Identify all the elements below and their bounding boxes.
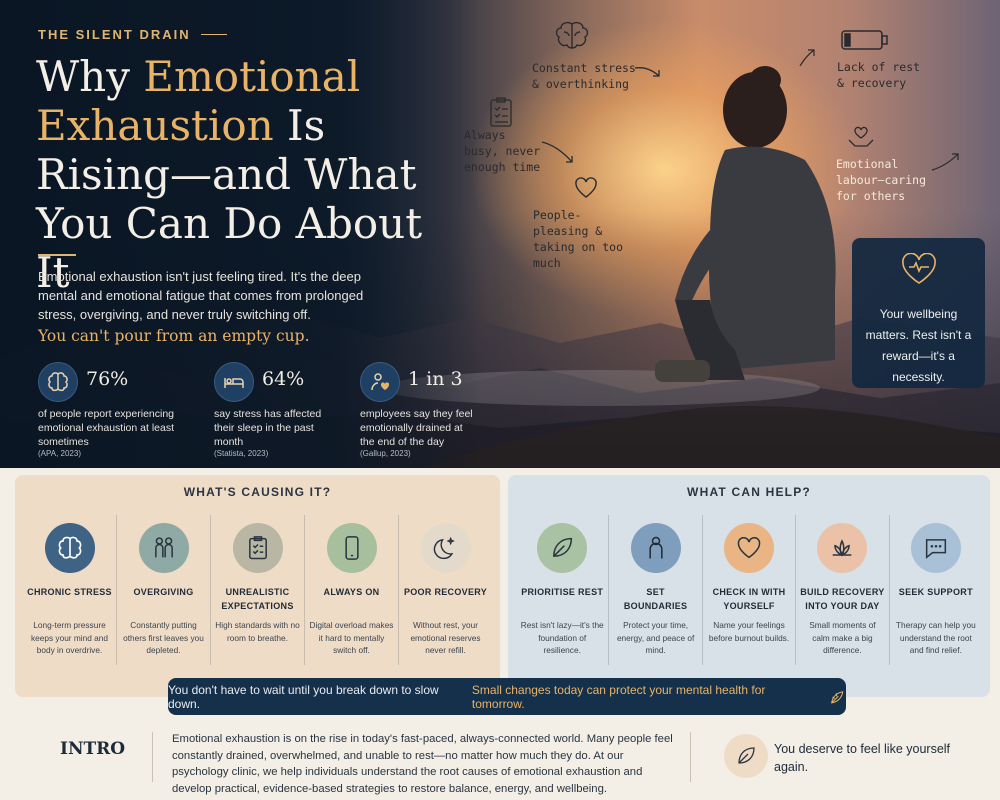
- panel-title: WHAT'S CAUSING IT?: [183, 485, 332, 499]
- woman-silhouette: [655, 66, 836, 382]
- brain-icon: [44, 523, 95, 573]
- help-desc: Name your feelings before burnout builds…: [708, 620, 790, 643]
- arrow-doodle: [799, 49, 815, 67]
- lead-paragraph: Emotional exhaustion isn't just feeling …: [38, 269, 364, 322]
- tagline: You can't pour from an empty cup.: [38, 327, 310, 345]
- divider: [690, 732, 691, 782]
- heart-doodle-icon: [575, 177, 597, 198]
- leaf-icon: [537, 523, 588, 573]
- intro-heading: INTRO: [60, 739, 126, 759]
- title-divider: [38, 254, 76, 256]
- help-desc: Rest isn't lazy—it's the foundation of r…: [520, 620, 604, 655]
- message-banner: You don't have to wait until you break d…: [168, 678, 846, 715]
- cause-title: UNREALISTIC EXPECTATIONS: [221, 587, 294, 611]
- help-item: CHECK IN WITH YOURSELF Name your feeling…: [701, 515, 795, 665]
- stat-source: (APA, 2023): [38, 449, 81, 458]
- help-panel: WHAT CAN HELP? PRIORITISE REST Rest isn'…: [508, 475, 990, 697]
- cause-desc: Without rest, your emotional reserves ne…: [410, 620, 481, 655]
- help-item: PRIORITISE REST Rest isn't lazy—it's the…: [516, 515, 608, 665]
- checklist-doodle-icon: [490, 97, 512, 127]
- cause-desc: Long-term pressure keeps your mind and b…: [30, 620, 109, 655]
- page-title: Why Emotional Exhaustion Is Rising—and W…: [36, 52, 423, 297]
- help-item: BUILD RECOVERY INTO YOUR DAY Small momen…: [795, 515, 888, 665]
- panel-title: WHAT CAN HELP?: [687, 485, 811, 499]
- help-item: SET BOUNDARIES Protect your time, energy…: [608, 515, 701, 665]
- help-item: SEEK SUPPORT Therapy can help you unders…: [888, 515, 982, 665]
- stat-value: 76%: [86, 368, 129, 390]
- person-icon: [630, 523, 681, 573]
- bed-icon: [214, 362, 254, 402]
- cause-title: CHRONIC STRESS: [27, 587, 112, 597]
- person-heart-icon: [360, 362, 400, 402]
- callout-pleasing: People-pleasing & taking on too much: [533, 208, 624, 270]
- arrow-doodle: [541, 141, 573, 163]
- help-title: PRIORITISE REST: [521, 587, 604, 597]
- cause-item: UNREALISTIC EXPECTATIONS High standards …: [210, 515, 304, 665]
- help-title: CHECK IN WITH YOURSELF: [712, 587, 786, 611]
- cause-item: ALWAYS ON Digital overload makes it hard…: [304, 515, 398, 665]
- cause-title: POOR RECOVERY: [403, 587, 488, 597]
- moon-icon: [420, 523, 471, 573]
- callout-busy: Always busy, never enough time: [464, 128, 541, 174]
- banner-highlight: Small changes today can protect your men…: [471, 682, 766, 711]
- stat-value: 1 in 3: [408, 368, 463, 390]
- callout-stress: Constant stress & overthinking: [532, 61, 636, 91]
- help-list: PRIORITISE REST Rest isn't lazy—it's the…: [516, 515, 982, 665]
- cause-desc: Constantly putting others first leaves y…: [123, 620, 204, 655]
- leaf-icon: [724, 734, 768, 778]
- stat-text: of people report experiencing emotional …: [38, 408, 175, 448]
- banner-text: You don't have to wait until you break d…: [168, 682, 439, 711]
- callout-rest: Lack of rest & recovery: [837, 60, 921, 90]
- brain-doodle-icon: [555, 21, 589, 49]
- cause-desc: High standards with no room to breathe.: [215, 620, 300, 643]
- brain-icon: [38, 362, 78, 402]
- hero-section: THE SILENT DRAIN Why Emotional Exhaustio…: [0, 0, 1000, 468]
- cause-desc: Digital overload makes it hard to mental…: [309, 620, 394, 655]
- heart-icon: [724, 523, 775, 573]
- wellbeing-card: Your wellbeing matters. Rest isn't a rew…: [852, 238, 985, 388]
- chat-icon: [910, 523, 961, 573]
- help-desc: Therapy can help you understand the root…: [895, 620, 976, 655]
- lotus-icon: [817, 523, 868, 573]
- intro-paragraph: Emotional exhaustion is on the rise in t…: [172, 733, 673, 795]
- causes-panel: WHAT'S CAUSING IT? CHRONIC STRESS Long-t…: [15, 475, 500, 697]
- eyebrow-label: THE SILENT DRAIN: [38, 27, 227, 42]
- stat-text: say stress has affected their sleep in t…: [214, 408, 322, 448]
- cause-title: OVERGIVING: [133, 587, 194, 597]
- help-desc: Protect your time, energy, and peace of …: [616, 620, 695, 655]
- help-title: SEEK SUPPORT: [898, 587, 973, 597]
- causes-list: CHRONIC STRESS Long-term pressure keeps …: [23, 515, 492, 665]
- cause-title: ALWAYS ON: [323, 587, 380, 597]
- arrow-doodle: [931, 153, 959, 171]
- closing-message: You deserve to feel like yourself again.: [774, 742, 951, 774]
- people-icon: [138, 523, 189, 573]
- sprout-icon: [831, 690, 844, 703]
- cause-item: POOR RECOVERY Without rest, your emotion…: [398, 515, 492, 665]
- stat-text: employees say they feel emotionally drai…: [360, 408, 473, 448]
- cause-item: CHRONIC STRESS Long-term pressure keeps …: [23, 515, 116, 665]
- help-title: BUILD RECOVERY INTO YOUR DAY: [800, 587, 885, 611]
- heart-icon: [901, 252, 936, 284]
- stat-source: (Statista, 2023): [214, 449, 269, 458]
- checklist-icon: [232, 523, 283, 573]
- stat-value: 64%: [262, 368, 305, 390]
- callout-labour: Emotional labour—caring for others: [836, 157, 927, 203]
- arrow-doodle: [634, 67, 660, 77]
- hands-heart-doodle-icon: [848, 126, 874, 147]
- cause-item: OVERGIVING Constantly putting others fir…: [116, 515, 210, 665]
- battery-doodle-icon: [841, 30, 888, 50]
- wellbeing-text: Your wellbeing matters. Rest isn't a rew…: [865, 307, 972, 384]
- stat-source: (Gallup, 2023): [360, 449, 411, 458]
- phone-icon: [326, 523, 377, 573]
- divider: [152, 732, 153, 782]
- help-desc: Small moments of calm make a big differe…: [809, 620, 876, 655]
- help-title: SET BOUNDARIES: [623, 587, 688, 611]
